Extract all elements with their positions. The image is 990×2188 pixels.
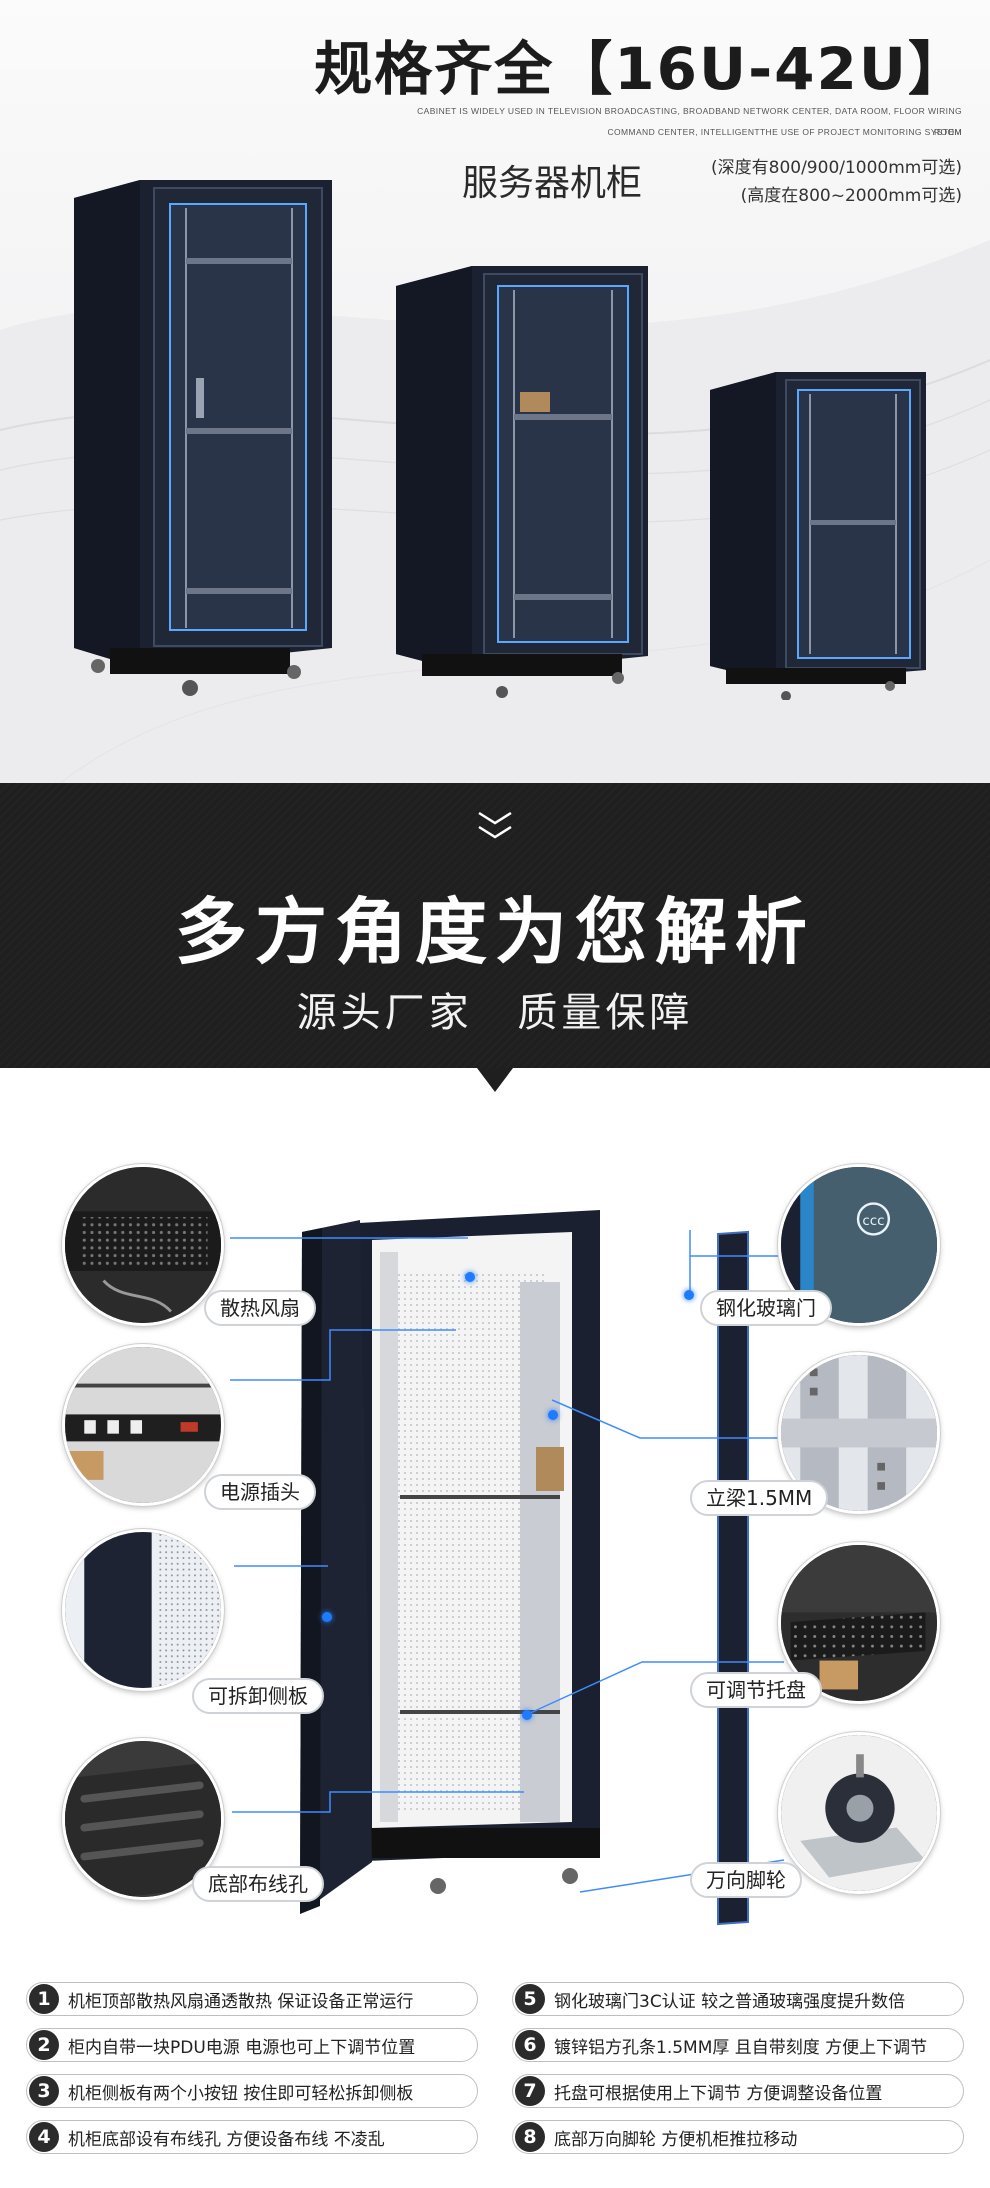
cabinet-32u-image [396,266,648,698]
callout-lines [230,1210,786,1926]
feature-item-1: 1 机柜顶部散热风扇通透散热 保证设备正常运行 [26,1982,478,2016]
svg-text:ccc: ccc [862,1213,884,1229]
tray-thumbnail [778,1542,940,1704]
upright-thumbnail [778,1352,940,1514]
tag-glass-door: 钢化玻璃门 [700,1290,832,1326]
hero-banner: 规格齐全【16U-42U】 CABINET IS WIDELY USED IN … [0,0,990,783]
fan-marker [465,1272,475,1282]
feature-number: 4 [29,2122,59,2152]
fan-thumbnail [62,1164,224,1326]
feature-text: 托盘可根据使用上下调节 方便调整设备位置 [554,2083,883,2104]
tray-marker [522,1710,532,1720]
band-notch [477,1068,513,1092]
feature-item-3: 3 机柜侧板有两个小按钮 按住即可轻松拆卸侧板 [26,2074,478,2108]
feature-text: 机柜底部设有布线孔 方便设备布线 不凌乱 [68,2129,385,2150]
feature-number: 2 [29,2030,59,2060]
cabinet-42u-image [74,180,332,696]
tag-side-panel: 可拆卸侧板 [192,1678,324,1714]
feature-number: 6 [515,2030,545,2060]
band-title: 多方角度为您解析 [174,890,815,974]
tag-fan: 散热风扇 [204,1290,316,1326]
feature-number: 5 [515,1984,545,2014]
band-subtitle: 源头厂家 质量保障 [296,990,694,1036]
feature-text: 镀锌铝方孔条1.5MM厚 且自带刻度 方便上下调节 [554,2037,928,2058]
feature-text: 机柜顶部散热风扇通透散热 保证设备正常运行 [68,1991,414,2012]
glass-door-marker [684,1290,694,1300]
tag-tray: 可调节托盘 [690,1672,822,1708]
feature-item-4: 4 机柜底部设有布线孔 方便设备布线 不凌乱 [26,2120,478,2154]
double-chevron-down-icon [478,811,512,839]
feature-number: 7 [515,2076,545,2106]
height-note: (高度在800~2000mm可选) [740,186,962,206]
feature-number: 8 [515,2122,545,2152]
pdu-thumbnail [62,1344,224,1506]
feature-list: 1 机柜顶部散热风扇通透散热 保证设备正常运行 2 柜内自带一块PDU电源 电源… [0,1972,990,2182]
upright-marker [548,1410,558,1420]
hero-subtitle: 服务器机柜 [462,163,643,204]
feature-item-2: 2 柜内自带一块PDU电源 电源也可上下调节位置 [26,2028,478,2062]
feature-item-5: 5 钢化玻璃门3C认证 较之普通玻璃强度提升数倍 [512,1982,964,2016]
tag-caster: 万向脚轮 [690,1862,802,1898]
depth-note: (深度有800/900/1000mm可选) [711,158,962,178]
feature-number: 1 [29,1984,59,2014]
side-panel-marker [322,1612,332,1622]
feature-text: 钢化玻璃门3C认证 较之普通玻璃强度提升数倍 [554,1991,906,2012]
analysis-band: 多方角度为您解析 源头厂家 质量保障 [0,783,990,1068]
tag-pdu: 电源插头 [204,1474,316,1510]
caster-thumbnail [778,1732,940,1894]
feature-item-6: 6 镀锌铝方孔条1.5MM厚 且自带刻度 方便上下调节 [512,2028,964,2062]
glass-door-thumbnail: ccc [778,1164,940,1326]
feature-number: 3 [29,2076,59,2106]
feature-text: 机柜侧板有两个小按钮 按住即可轻松拆卸侧板 [68,2083,414,2104]
feature-item-7: 7 托盘可根据使用上下调节 方便调整设备位置 [512,2074,964,2108]
feature-text: 底部万向脚轮 方便机柜推拉移动 [554,2129,798,2150]
hero-english-line-1: CABINET IS WIDELY USED IN TELEVISION BRO… [417,106,962,137]
hero-title: 规格齐全【16U-42U】 [314,35,968,103]
side-panel-thumbnail [62,1529,224,1691]
cabinet-22u-image [710,372,926,700]
feature-diagram: ccc 散热风扇 电源插头 可拆卸侧板 底部布线孔 钢化玻璃门 立梁1.5MM … [0,1092,990,1932]
tag-cable-hole: 底部布线孔 [192,1866,324,1902]
hero-english-line-2: COMMAND CENTER, INTELLIGENTTHE USE OF PR… [607,127,962,137]
feature-item-8: 8 底部万向脚轮 方便机柜推拉移动 [512,2120,964,2154]
tag-upright: 立梁1.5MM [690,1480,829,1516]
cable-hole-thumbnail [62,1738,224,1900]
feature-text: 柜内自带一块PDU电源 电源也可上下调节位置 [68,2037,416,2058]
